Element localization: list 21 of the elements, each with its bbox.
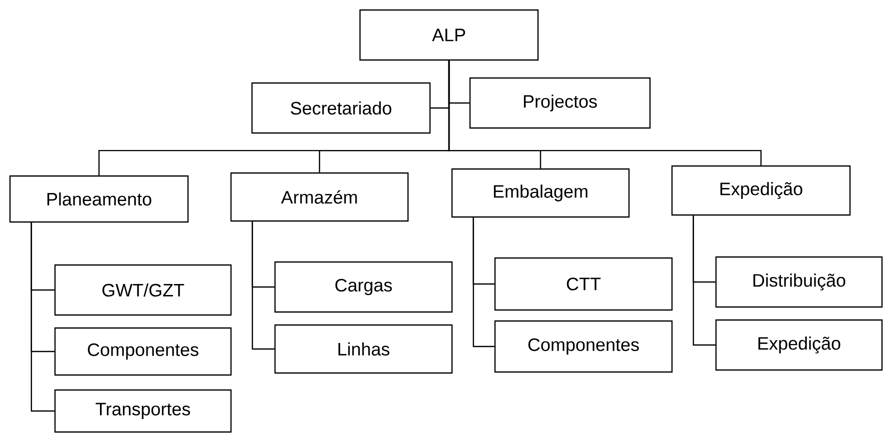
- org-box: Expedição: [715, 319, 883, 371]
- org-box: Linhas: [274, 324, 453, 374]
- org-box: Armazém: [230, 172, 409, 222]
- org-box: GWT/GZT: [54, 264, 232, 316]
- org-box: Projectos: [469, 77, 651, 129]
- org-box: Expedição: [671, 165, 851, 216]
- org-box: Secretariado: [251, 82, 431, 134]
- org-box: Transportes: [54, 389, 232, 433]
- connector-line: [30, 222, 54, 412]
- org-box: Distribuição: [715, 256, 883, 308]
- connector-line: [472, 218, 494, 348]
- org-box: Embalagem: [451, 168, 630, 218]
- connector-line: [448, 60, 762, 166]
- org-box: Cargas: [274, 261, 453, 313]
- org-box: ALP: [359, 9, 539, 61]
- org-box: Componentes: [54, 327, 232, 376]
- connector-line: [252, 222, 274, 350]
- org-box: CTT: [494, 257, 673, 311]
- org-box: Planeamento: [9, 175, 189, 223]
- connector-line: [692, 216, 716, 346]
- org-box: Componentes: [494, 320, 673, 373]
